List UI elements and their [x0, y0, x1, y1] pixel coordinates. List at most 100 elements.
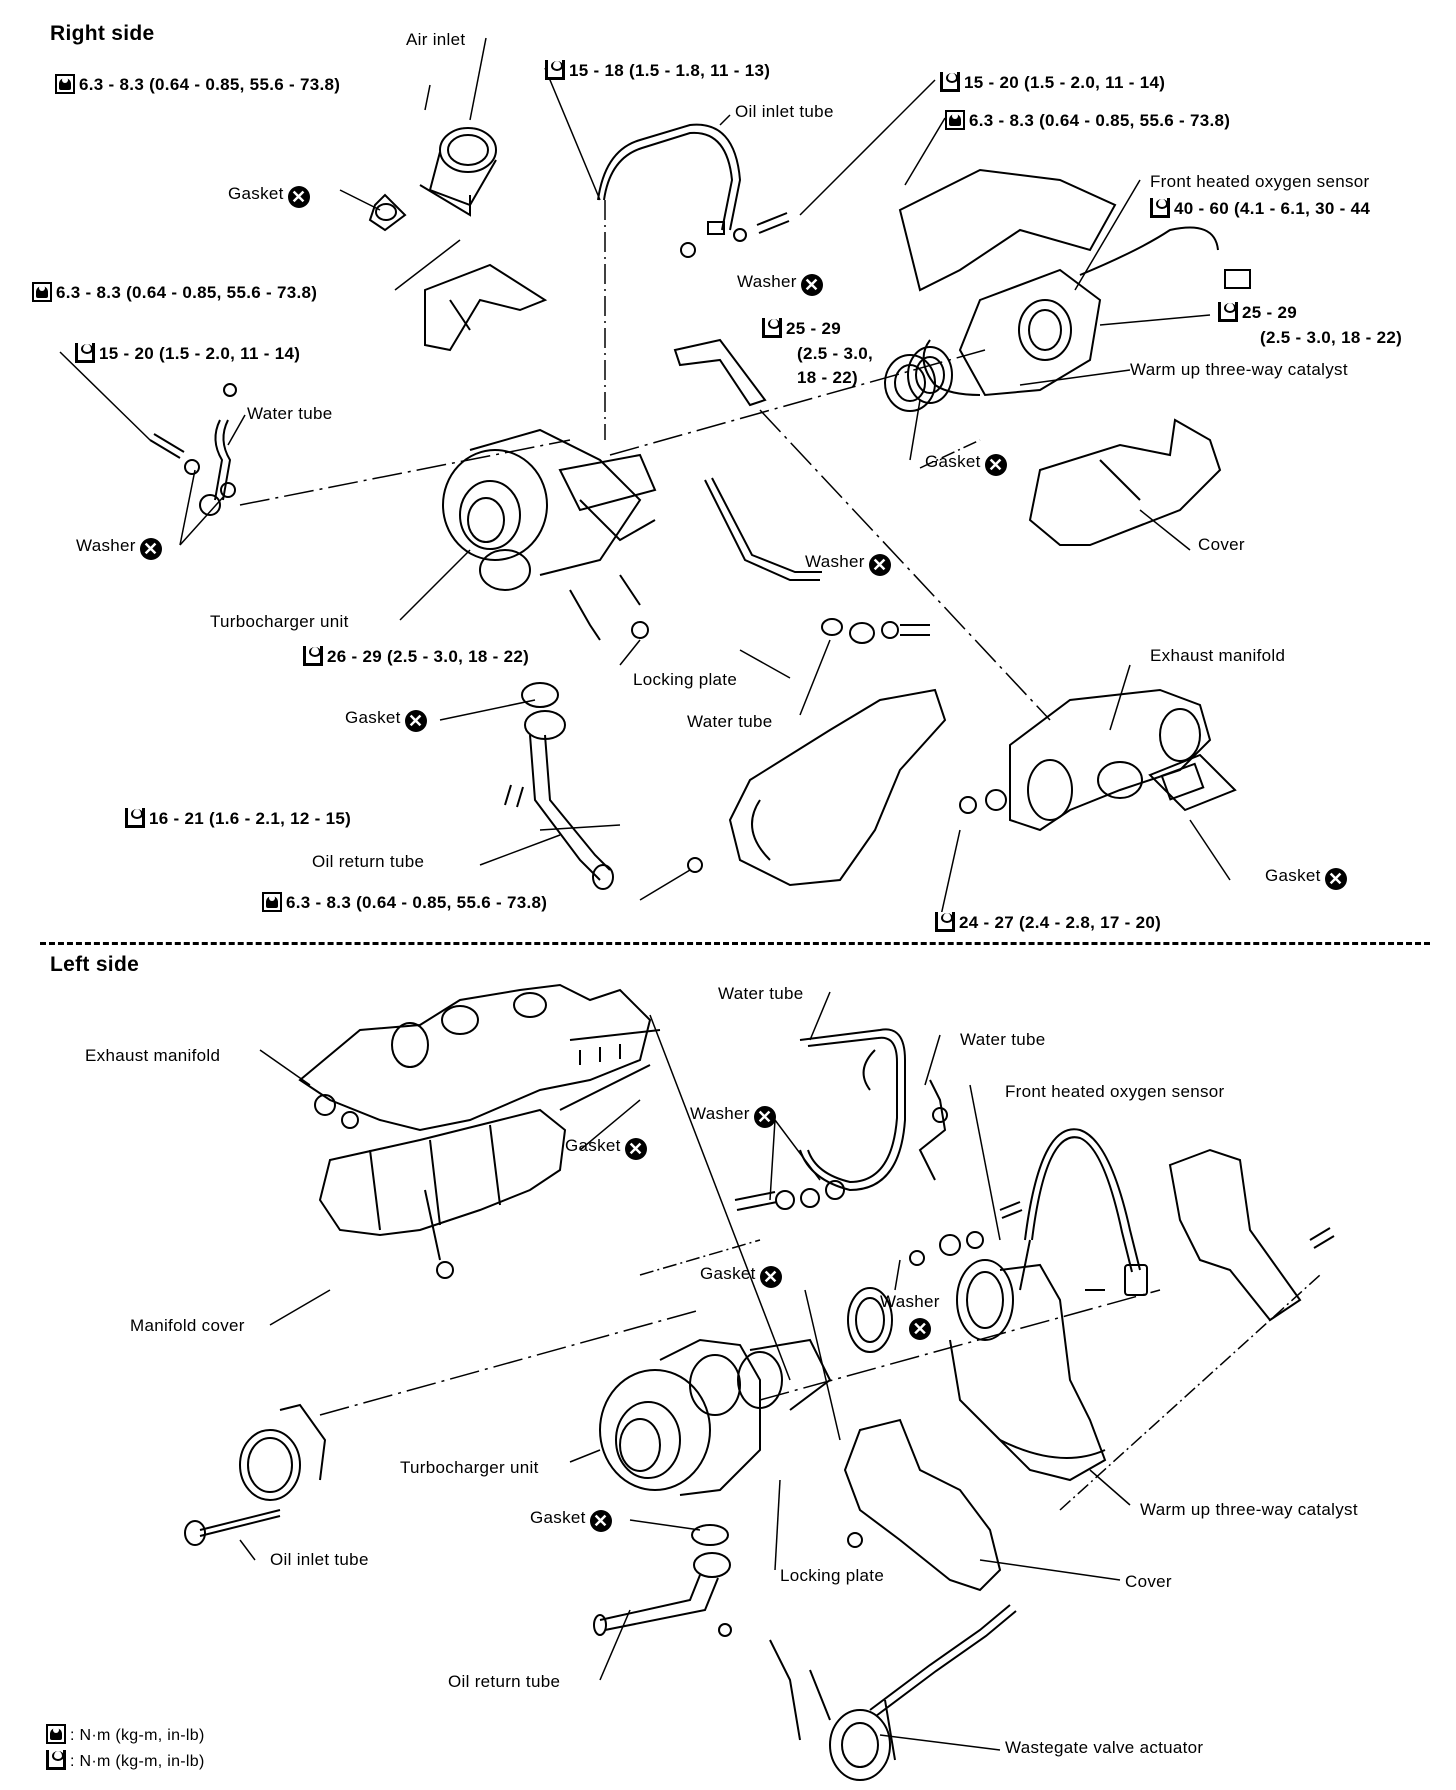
label-exhaust-manifold-left: Exhaust manifold: [85, 1046, 221, 1065]
left-turbocharger-drawing: [599, 1338, 832, 1496]
do-not-reuse-x-icon: ✕: [868, 554, 891, 576]
label-exhaust-manifold-right: Exhaust manifold: [1150, 646, 1286, 665]
legend-wrench-row: : N·m (kg-m, in-lb): [46, 1724, 205, 1746]
label-gasket-exhaust-manifold: Gasket✕: [1265, 866, 1347, 890]
label-front-heated-oxygen-sensor-left: Front heated oxygen sensor: [1005, 1082, 1225, 1101]
left-oxygen-sensor-drawing: [999, 1128, 1148, 1296]
label-gasket-oil-return: Gasket✕: [345, 708, 427, 732]
right-oil-inlet-tube-drawing: [597, 123, 790, 258]
label-washer-left-b: Washer: [880, 1292, 940, 1311]
spanner-icon: [1218, 302, 1238, 322]
torque-wrench-icon: [55, 74, 75, 94]
spanner-icon: [46, 1750, 66, 1770]
label-warm-up-catalyst: Warm up three-way catalyst: [1130, 360, 1348, 379]
label-oil-return-tube-left: Oil return tube: [448, 1672, 561, 1691]
torque-wrench-icon: [262, 892, 282, 912]
torque-spec-turbo-nut-upper: 25 - 29: [762, 318, 841, 339]
spanner-icon: [303, 646, 323, 666]
label-gasket-left-c: Gasket✕: [530, 1508, 612, 1532]
torque-spec-oil-return-bolt: 16 - 21 (1.6 - 2.1, 12 - 15): [125, 808, 351, 829]
label-cover-left: Cover: [1125, 1572, 1172, 1591]
torque-wrench-icon: [46, 1724, 66, 1744]
torque-spec-locking-plate-nut: 26 - 29 (2.5 - 3.0, 18 - 22): [303, 646, 529, 667]
torque-spec-heat-shield-left: 6.3 - 8.3 (0.64 - 0.85, 55.6 - 73.8): [32, 282, 317, 303]
do-not-reuse-x-icon: ✕: [984, 454, 1007, 476]
right-catalyst-drawing: [884, 168, 1251, 412]
do-not-reuse-x-icon: ✕: [909, 1318, 931, 1340]
do-not-reuse-x-icon: ✕: [589, 1510, 612, 1532]
torque-spec-catalyst-nut: 25 - 29: [1218, 302, 1297, 323]
do-not-reuse-x-icon: ✕: [759, 1266, 782, 1288]
left-heat-shield-strip-drawing: [1168, 1148, 1335, 1322]
torque-spec-turbo-nut-upper-kgm: (2.5 - 3.0,: [797, 344, 874, 363]
torque-spec-turbo-nut-upper-inlb: 18 - 22): [797, 368, 858, 387]
torque-spec-catalyst-nut-values: (2.5 - 3.0, 18 - 22): [1260, 328, 1403, 347]
label-air-inlet: Air inlet: [406, 30, 466, 49]
left-leader-lines: [239, 991, 1321, 1751]
label-turbocharger-unit-left: Turbocharger unit: [400, 1458, 539, 1477]
spanner-icon: [125, 808, 145, 828]
torque-spec-air-inlet-bolt: 6.3 - 8.3 (0.64 - 0.85, 55.6 - 73.8): [55, 74, 340, 95]
left-side-heading: Left side: [50, 953, 140, 976]
label-oil-inlet-tube-left: Oil inlet tube: [270, 1550, 369, 1569]
torque-spec-oil-inlet-union: 15 - 18 (1.5 - 1.8, 11 - 13): [545, 60, 770, 81]
torque-spec-heat-shield-bolt: 6.3 - 8.3 (0.64 - 0.85, 55.6 - 73.8): [945, 110, 1230, 131]
torque-wrench-icon: [945, 110, 965, 130]
left-catalyst-drawing: [847, 1259, 1107, 1482]
torque-spec-oxygen-sensor: 40 - 60 (4.1 - 6.1, 30 - 44: [1150, 198, 1370, 219]
label-washer-water-tube: Washer✕: [76, 536, 162, 560]
label-manifold-cover: Manifold cover: [130, 1316, 245, 1335]
label-water-tube-right: Water tube: [247, 404, 333, 423]
label-water-tube-left-a: Water tube: [718, 984, 804, 1003]
label-front-heated-oxygen-sensor: Front heated oxygen sensor: [1150, 172, 1370, 191]
label-locking-plate-left: Locking plate: [780, 1566, 885, 1585]
spanner-icon: [1150, 198, 1170, 218]
right-heat-shield-drawing: [424, 263, 548, 352]
label-cover-right: Cover: [1198, 535, 1245, 554]
label-warm-up-catalyst-left: Warm up three-way catalyst: [1140, 1500, 1358, 1519]
label-wastegate-valve-actuator: Wastegate valve actuator: [1005, 1738, 1204, 1757]
left-exhaust-manifold-drawing: [298, 983, 661, 1132]
right-manifold-heat-shield-drawing: [687, 688, 947, 887]
label-water-tube-mid: Water tube: [687, 712, 773, 731]
label-turbocharger-unit-right: Turbocharger unit: [210, 612, 349, 631]
label-gasket-catalyst: Gasket✕: [925, 452, 1007, 476]
torque-wrench-icon: [32, 282, 52, 302]
label-oil-inlet-tube: Oil inlet tube: [735, 102, 834, 121]
do-not-reuse-x-icon: ✕: [753, 1106, 776, 1128]
torque-spec-manifold-cover-bolt: 6.3 - 8.3 (0.64 - 0.85, 55.6 - 73.8): [262, 892, 547, 913]
label-washer-left-a: Washer✕: [690, 1104, 776, 1128]
spanner-icon: [545, 60, 565, 80]
legend-spanner-row: : N·m (kg-m, in-lb): [46, 1750, 205, 1772]
right-water-tube-left-drawing: [149, 383, 237, 516]
label-oil-return-tube-right: Oil return tube: [312, 852, 425, 871]
right-air-inlet-drawing: [368, 127, 497, 232]
do-not-reuse-x-icon: ✕: [624, 1138, 647, 1160]
label-locking-plate-right: Locking plate: [633, 670, 738, 689]
label-water-tube-left-b: Water tube: [960, 1030, 1046, 1049]
left-water-tubes-drawing: [734, 1028, 984, 1266]
right-turbocharger-drawing: [442, 428, 657, 591]
section-divider: [40, 942, 1430, 945]
torque-spec-eyebolt: 15 - 20 (1.5 - 2.0, 11 - 14): [940, 72, 1165, 93]
do-not-reuse-x-icon: ✕: [287, 186, 310, 208]
do-not-reuse-x-icon: ✕: [139, 538, 162, 560]
label-gasket-left-b: Gasket✕: [700, 1264, 782, 1288]
right-cover-drawing: [1028, 418, 1222, 546]
spanner-icon: [762, 318, 782, 338]
left-oil-return-tube-drawing: [593, 1524, 732, 1637]
label-gasket-left-a: Gasket✕: [565, 1136, 647, 1160]
right-side-heading: Right side: [50, 22, 155, 45]
torque-spec-water-tube-eyebolt: 15 - 20 (1.5 - 2.0, 11 - 14): [75, 343, 300, 364]
do-not-reuse-x-icon: ✕: [404, 710, 427, 732]
right-leader-lines: [59, 37, 1231, 921]
right-misc-parts-drawing: [569, 338, 953, 644]
spanner-icon: [935, 912, 955, 932]
spanner-icon: [940, 72, 960, 92]
spanner-icon: [75, 343, 95, 363]
left-wastegate-actuator-drawing: [769, 1604, 1017, 1781]
do-not-reuse-x-icon: ✕: [800, 274, 823, 296]
right-oil-return-tube-drawing: [504, 682, 614, 890]
